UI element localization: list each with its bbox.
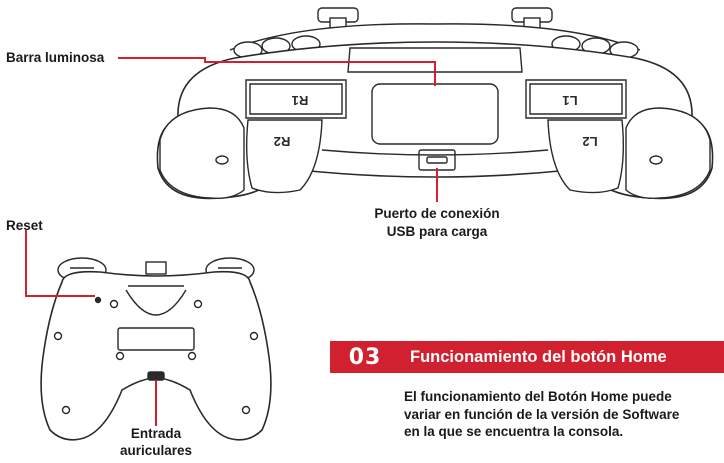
controller-rear-view bbox=[156, 7, 714, 200]
headphones-label: Entrada auriculares bbox=[106, 426, 206, 458]
section-body-line3: en la que se encuentra la consola. bbox=[404, 424, 624, 439]
reset-callout-line bbox=[25, 230, 95, 297]
l2-label: L2 bbox=[582, 134, 597, 149]
l1-label: L1 bbox=[562, 93, 577, 108]
section-title: Funcionamiento del botón Home bbox=[410, 347, 667, 366]
r1-label: R1 bbox=[292, 93, 309, 108]
light-bar-label: Barra luminosa bbox=[6, 50, 105, 65]
usb-port-label: Puerto de conexión USB para carga bbox=[372, 206, 502, 239]
controller-back-view bbox=[40, 257, 272, 441]
section-number: 03 bbox=[348, 344, 382, 370]
usb-port-label-line2: USB para carga bbox=[386, 224, 488, 239]
r2-label: R2 bbox=[274, 134, 291, 149]
section-body: El funcionamiento del Botón Home puede v… bbox=[404, 388, 724, 441]
reset-label: Reset bbox=[6, 218, 43, 233]
section-header: 03 Funcionamiento del botón Home bbox=[330, 341, 724, 373]
headphones-label-line1: Entrada bbox=[130, 426, 182, 441]
section-body-line2: variar en función de la versión de Softw… bbox=[404, 406, 680, 422]
section-body-line1: El funcionamiento del Botón Home puede bbox=[404, 389, 672, 404]
usb-port-label-line1: Puerto de conexión bbox=[374, 206, 500, 221]
light-bar-callout-line bbox=[118, 57, 436, 86]
headphones-label-line2: auriculares bbox=[119, 443, 193, 458]
